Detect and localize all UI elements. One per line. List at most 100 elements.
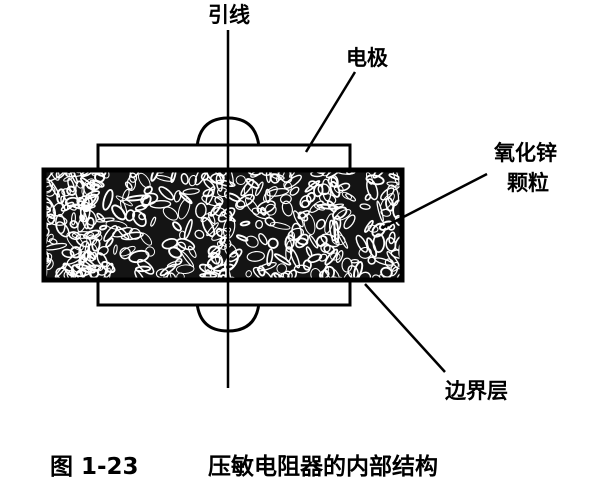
zno-grain (328, 203, 345, 209)
zno-grain (297, 211, 309, 222)
zno-grain (68, 170, 79, 185)
zno-grain (255, 219, 264, 229)
zno-grain (104, 262, 114, 278)
zno-grain (380, 208, 392, 217)
figure-title: 压敏电阻器的内部结构 (208, 453, 438, 480)
zno-grain (176, 272, 185, 280)
zno-grain (333, 215, 342, 231)
zno-grain (372, 233, 386, 253)
zno-grain (364, 219, 374, 233)
zno-grain (305, 246, 313, 258)
zno-grain (371, 222, 387, 238)
zno-grain (55, 221, 70, 238)
zno-grain (89, 251, 97, 262)
zno-grain (374, 257, 394, 266)
zno-grain (281, 200, 294, 217)
zno-grain (244, 197, 260, 215)
zno-grain (194, 170, 208, 186)
zno-grain (89, 179, 103, 187)
zno-grain (132, 210, 147, 227)
zno-grain (342, 272, 353, 280)
zno-grain (86, 216, 95, 230)
zno-grain (203, 269, 212, 280)
zno-grain (367, 256, 376, 265)
zno-grain (89, 170, 100, 174)
zno-grain (194, 229, 205, 240)
zno-grain (116, 226, 130, 240)
zno-grain (388, 173, 401, 181)
zno-grain (70, 212, 77, 226)
zno-grain (138, 212, 147, 221)
zno-grain (384, 258, 395, 268)
zno-grain (325, 266, 340, 280)
zno-grain (166, 260, 182, 268)
zno-grain (256, 200, 276, 214)
zno-grain (79, 201, 91, 223)
zno-grain (79, 177, 96, 191)
zno-grain (235, 175, 246, 185)
zno-grain (170, 170, 177, 183)
zno-grain (219, 237, 226, 245)
zno-grain (210, 251, 221, 265)
zno-grain (235, 234, 249, 242)
zno-grain (293, 210, 304, 228)
zno-label-line2: 颗粒 (507, 171, 549, 195)
zno-grain (303, 213, 316, 235)
zno-grain (80, 193, 97, 208)
zno-grain (309, 200, 324, 213)
zno-grain (246, 250, 265, 262)
zno-grain (119, 199, 128, 217)
zno-grain (155, 170, 167, 174)
zno-grain (299, 194, 312, 209)
zno-grain (266, 248, 274, 267)
zno-grain (318, 192, 337, 205)
zno-grain (69, 220, 79, 229)
zno-grain (180, 173, 189, 185)
zno-grain (122, 188, 130, 202)
zno-grain (187, 245, 197, 258)
zno-grain (258, 233, 268, 246)
zno-grain (141, 194, 152, 208)
zno-label-line1: 氧化锌 (494, 141, 557, 165)
zno-grain (102, 188, 114, 211)
zno-grain (289, 170, 301, 178)
zno-grain (195, 202, 207, 219)
zno-grain (125, 194, 149, 202)
zno-grain (386, 184, 400, 207)
electrode-label: 电极 (346, 46, 389, 70)
zno-grain (173, 190, 182, 203)
zno-grain (335, 249, 344, 264)
zno-grain (61, 248, 75, 259)
zno-grain (61, 188, 71, 197)
zno-grain (366, 178, 379, 201)
zno-grain (324, 248, 339, 266)
zno-grain (289, 186, 300, 196)
zno-grain (202, 188, 214, 198)
zno-grain (150, 216, 157, 227)
zno-grain (217, 267, 228, 280)
zno-grain (87, 243, 98, 259)
zno-grain (355, 234, 369, 253)
zno-grain (380, 266, 393, 279)
zno-grain (120, 245, 136, 257)
electrode-leader (304, 71, 357, 153)
zno-grain (358, 271, 372, 280)
zno-grain (75, 263, 96, 274)
boundary-label: 边界层 (445, 379, 508, 403)
zno-grain (214, 196, 224, 206)
zno-grain (209, 202, 222, 217)
zno-grain (385, 236, 397, 252)
zno-grain (302, 259, 312, 271)
zno-grain (308, 180, 318, 188)
zno-grain (82, 204, 96, 209)
zno-grain (359, 203, 371, 210)
zno-grain (380, 187, 395, 201)
zno-grain (216, 179, 236, 188)
zno-grain (256, 261, 277, 272)
zno-grain (207, 211, 216, 225)
zno-grain (333, 184, 344, 194)
zno-grain (254, 181, 264, 197)
zno-grain (188, 174, 198, 187)
zno-grain (239, 220, 251, 227)
zno-grain (305, 191, 316, 203)
